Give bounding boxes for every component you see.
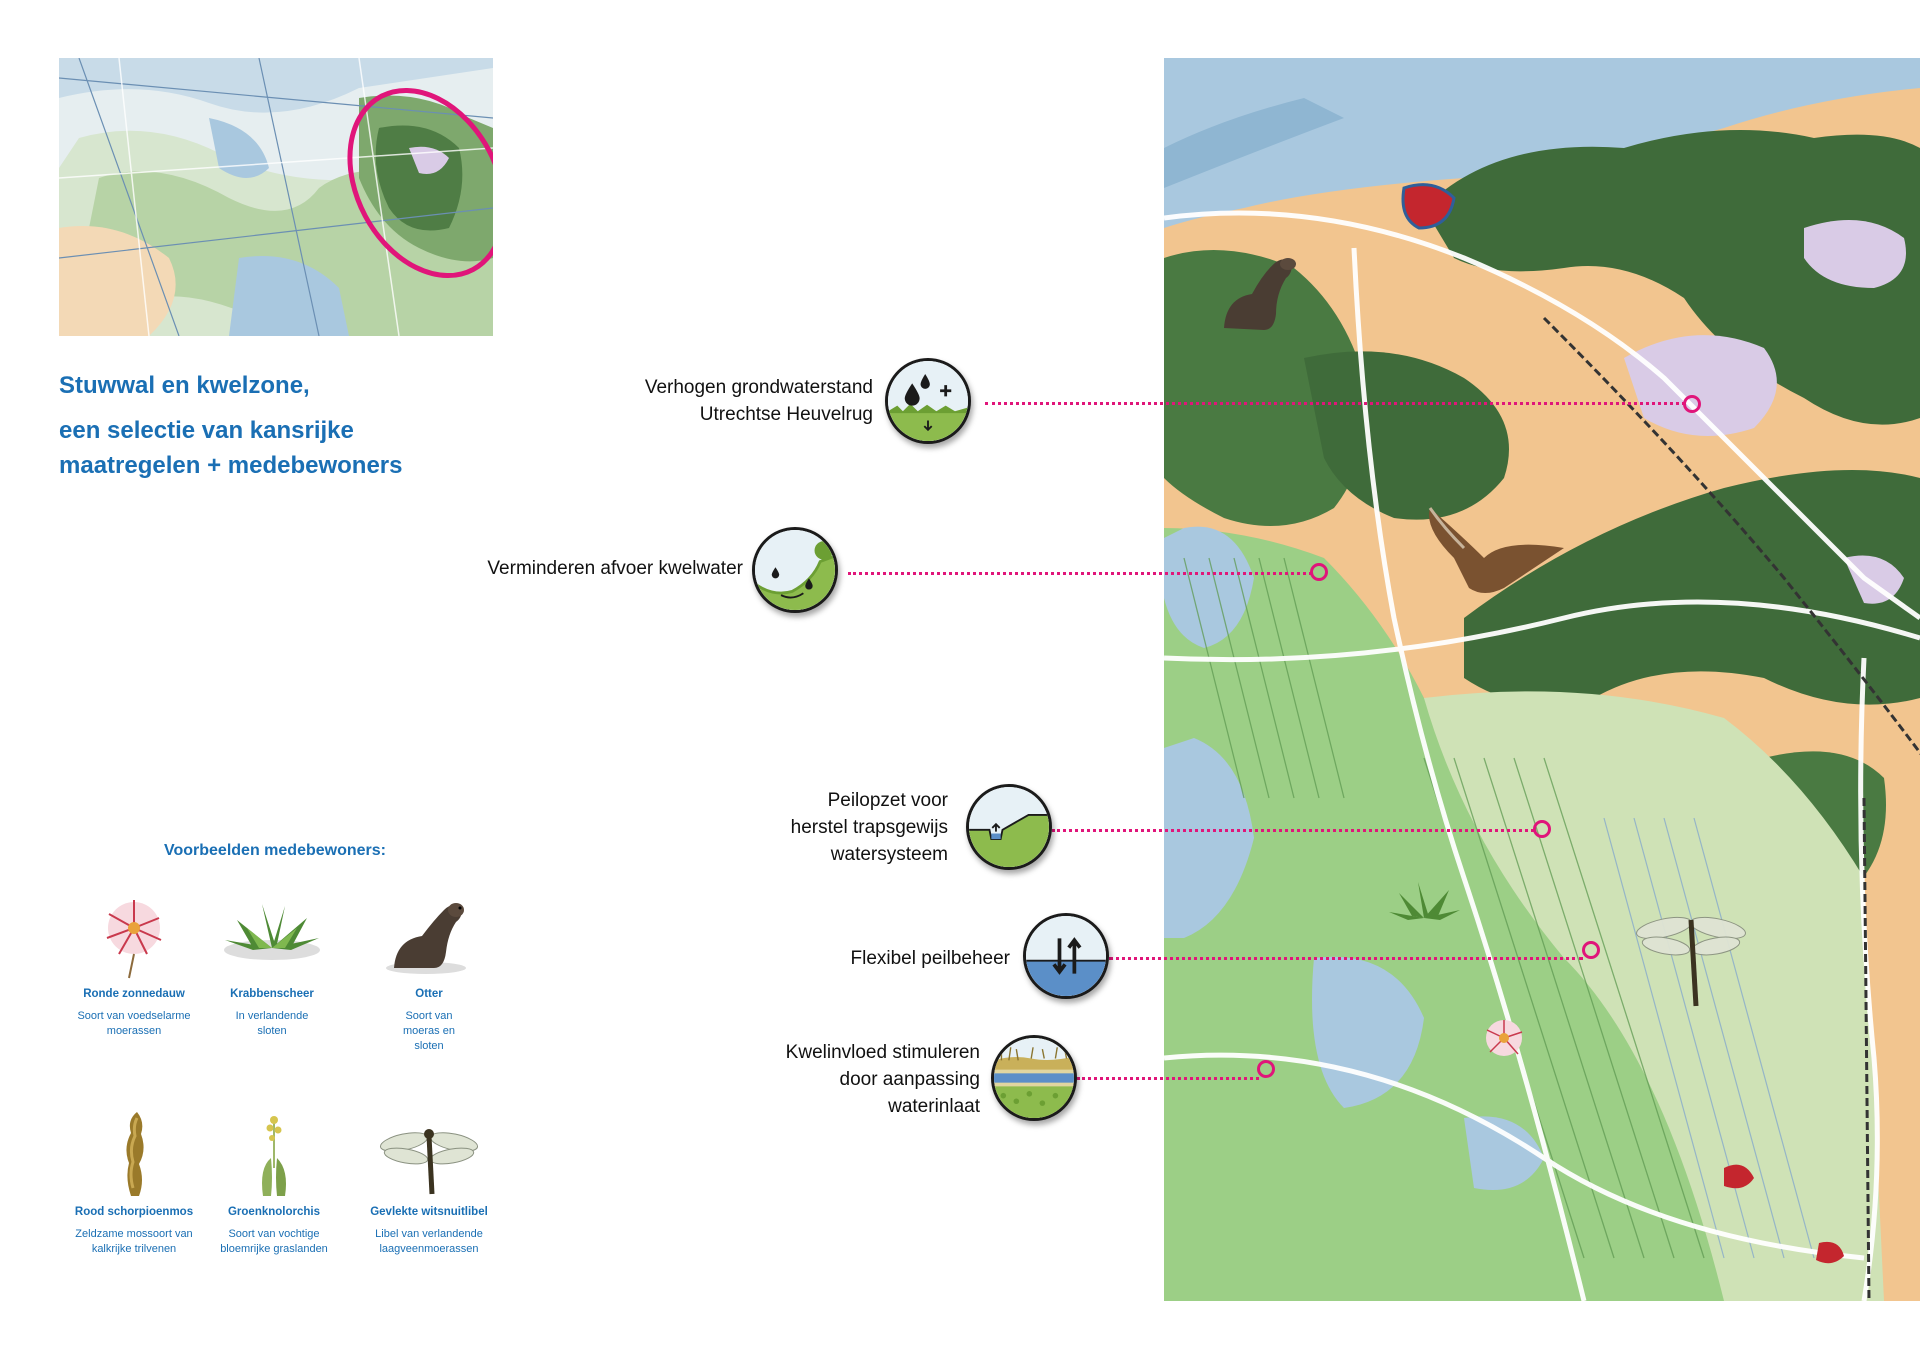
species-card-groenknolorchis: Groenknolorchis Soort van vochtige bloem… — [194, 1108, 354, 1257]
measure-label-line: waterinlaat — [888, 1096, 980, 1117]
species-desc-line: sloten — [257, 1025, 287, 1037]
species-desc-line: moerassen — [106, 1025, 162, 1037]
page-heading: Stuwwal en kwelzone, een selectie van ka… — [59, 368, 499, 483]
species-name: Rood schorpioenmos — [74, 1206, 194, 1218]
measure-label-seepage-discharge: Verminderen afvoer kwelwater — [400, 555, 743, 582]
callout-marker-level-raise — [1533, 820, 1551, 838]
map-sundew-icon — [1486, 1020, 1523, 1056]
measure-label-line: Kwelinvloed stimuleren — [785, 1042, 980, 1063]
callout-marker-seepage-inlet — [1257, 1060, 1275, 1078]
measure-label-line: watersysteem — [830, 844, 948, 865]
fen-orchid-icon — [262, 1116, 286, 1196]
species-desc-line: moeras en — [403, 1025, 455, 1037]
species-description: Soort van voedselarme moerassen — [54, 1009, 214, 1039]
species-desc-line: In verlandende — [235, 1010, 309, 1022]
main-map-graphic — [1164, 58, 1920, 1301]
measure-label-line: Flexibel peilbeheer — [850, 948, 1011, 969]
species-card-otter: Otter Soort van moeras en sloten — [349, 890, 509, 1054]
callout-line-flexible-level — [1109, 957, 1583, 960]
measure-label-line: herstel trapsgewijs — [790, 817, 948, 838]
overview-map — [59, 58, 493, 336]
species-name: Ronde zonnedauw — [83, 988, 185, 1000]
heading-line-3: maatregelen + medebewoners — [59, 452, 403, 479]
stepped-water-level-icon — [966, 784, 1052, 870]
callout-line-groundwater — [985, 402, 1685, 405]
map-dragonfly-icon — [1636, 916, 1746, 1007]
map-water-soldier-icon — [1389, 882, 1460, 920]
main-map — [1164, 58, 1920, 1301]
measure-label-level-raise: Peilopzet voor herstel trapsgewijs water… — [660, 787, 948, 868]
measure-label-line: Peilopzet voor — [827, 790, 948, 811]
species-desc-line: bloemrijke graslanden — [220, 1243, 328, 1255]
heading-line-2: een selectie van kansrijke — [59, 417, 354, 444]
species-desc-line: Soort van vochtige — [228, 1228, 320, 1240]
measure-label-seepage-inlet: Kwelinvloed stimuleren door aanpassing w… — [660, 1039, 980, 1120]
callout-marker-groundwater — [1683, 395, 1701, 413]
measure-label-line: Verhogen grondwaterstand — [644, 377, 873, 398]
seepage-inlet-icon — [991, 1035, 1077, 1121]
species-description: Libel van verlandende laagveenmoerassen — [349, 1227, 509, 1257]
seepage-slope-icon — [752, 527, 838, 613]
species-card-krabbenscheer: Krabbenscheer In verlandende sloten — [192, 890, 352, 1039]
heading-line-1: Stuwwal en kwelzone, — [59, 372, 310, 399]
species-desc-line: kalkrijke trilvenen — [91, 1243, 177, 1255]
species-description: Soort van vochtige bloemrijke graslanden — [194, 1227, 354, 1257]
overview-map-graphic — [59, 58, 493, 336]
species-description: In verlandende sloten — [192, 1009, 352, 1039]
species-desc-line: sloten — [414, 1040, 444, 1052]
callout-marker-flexible-level — [1582, 941, 1600, 959]
species-desc-line: Soort van — [405, 1010, 453, 1022]
species-description: Zeldzame mossoort van kalkrijke trilvene… — [54, 1227, 214, 1257]
measure-label-line: Verminderen afvoer kwelwater — [487, 558, 743, 579]
species-desc-line: Libel van verlandende — [375, 1228, 483, 1240]
species-desc-line: Zeldzame mossoort van — [75, 1228, 193, 1240]
species-name: Gevlekte witsnuitlibel — [370, 1206, 488, 1218]
species-section-title: Voorbeelden medebewoners: — [164, 842, 386, 859]
scorpion-moss-icon — [126, 1112, 144, 1196]
map-otter-icon — [1224, 258, 1296, 330]
callout-marker-seepage-discharge — [1310, 563, 1328, 581]
species-name: Otter — [415, 988, 443, 1000]
measure-label-flexible-level: Flexibel peilbeheer — [720, 945, 1011, 972]
dragonfly-icon — [379, 1129, 479, 1195]
measure-label-groundwater: Verhogen grondwaterstand Utrechtse Heuve… — [540, 374, 873, 428]
groundwater-raise-icon — [885, 358, 971, 444]
species-desc-line: Soort van voedselarme — [77, 1010, 191, 1022]
callout-line-level-raise — [1052, 829, 1534, 832]
species-card-ronde-zonnedauw: Ronde zonnedauw Soort van voedselarme mo… — [54, 890, 214, 1039]
sundew-icon — [106, 900, 162, 979]
species-desc-line: laagveenmoerassen — [379, 1243, 479, 1255]
callout-line-seepage-discharge — [848, 572, 1312, 575]
otter-icon — [386, 903, 466, 974]
callout-line-seepage-inlet — [1077, 1077, 1259, 1080]
species-name: Groenknolorchis — [227, 1206, 321, 1218]
species-card-gevlekte-witsnuitlibel: Gevlekte witsnuitlibel Libel van verland… — [349, 1108, 509, 1257]
measure-label-line: Utrechtse Heuvelrug — [699, 404, 873, 425]
species-card-rood-schorpioenmos: Rood schorpioenmos Zeldzame mossoort van… — [54, 1108, 214, 1257]
water-soldier-icon — [224, 904, 320, 960]
flexible-level-icon — [1023, 913, 1109, 999]
map-harrier-icon — [1428, 507, 1564, 593]
species-description: Soort van moeras en sloten — [349, 1009, 509, 1054]
measure-label-line: door aanpassing — [839, 1069, 981, 1090]
species-name: Krabbenscheer — [230, 988, 314, 1000]
selection-ellipse — [347, 87, 493, 279]
